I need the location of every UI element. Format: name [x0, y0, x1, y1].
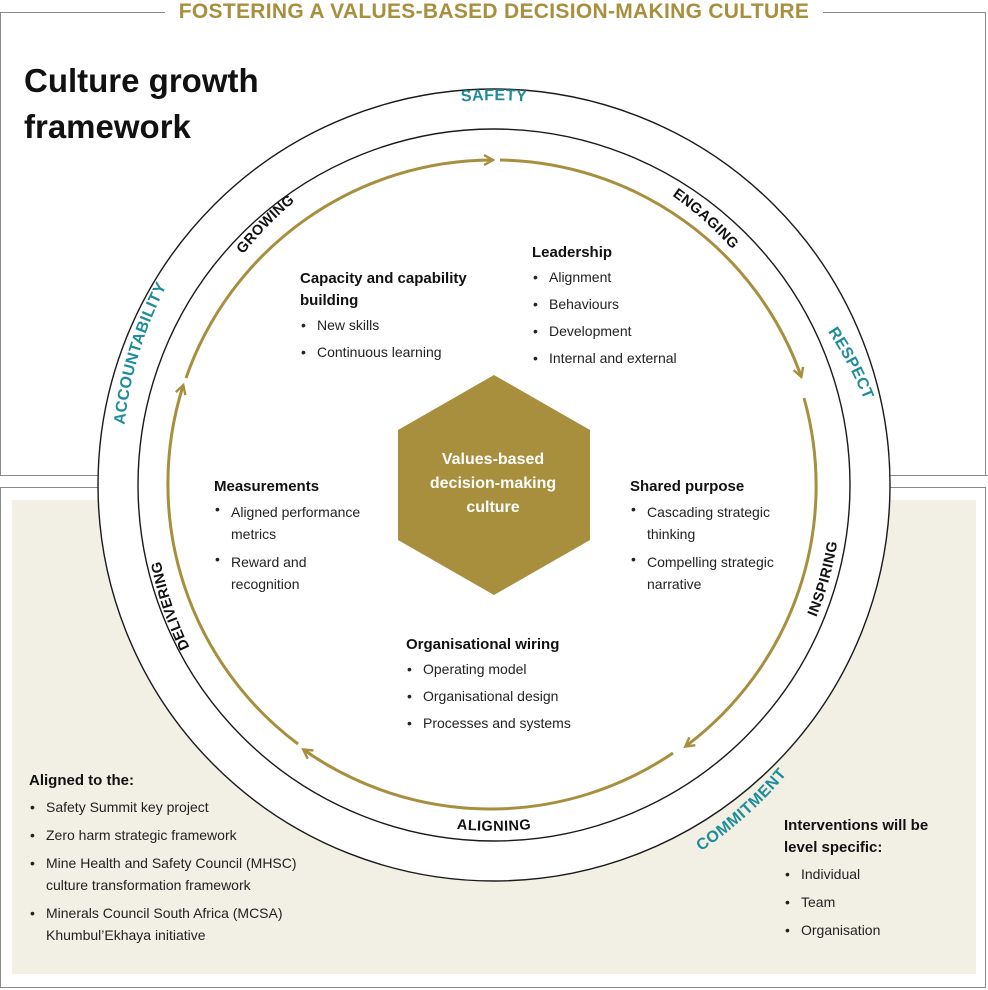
section-organisational-wiring: Organisational wiring Operating model Or… — [406, 634, 606, 737]
section-measurements: Measurements Aligned performance metrics… — [214, 476, 374, 598]
list-item: Reward and recognition — [214, 548, 321, 598]
list-item: Internal and external — [532, 345, 732, 372]
arrow-engaging — [499, 158, 801, 376]
list-item: Operating model — [406, 656, 606, 683]
interventions-list: Interventions will be level specific: In… — [784, 815, 954, 947]
list-item: Organisation — [784, 919, 954, 941]
list-item: Aligned performance metrics — [214, 498, 374, 548]
aligned-list: Aligned to the: Safety Summit key projec… — [29, 770, 319, 952]
label-safety: SAFETY — [460, 87, 527, 105]
section-title: Leadership — [532, 244, 613, 261]
center-label: Values-based decision-making culture — [429, 451, 557, 516]
section-title: Capacity and capability building — [300, 270, 467, 309]
aligned-title: Aligned to the: — [29, 772, 134, 789]
arrow-delivering — [166, 386, 299, 746]
banner: FOSTERING A VALUES-BASED DECISION-MAKING… — [0, 0, 988, 24]
list-item: Zero harm strategic framework — [29, 824, 319, 846]
section-leadership: Leadership Alignment Behaviours Developm… — [532, 242, 732, 372]
center-hexagon — [398, 375, 590, 595]
arrow-aligning — [304, 750, 674, 811]
list-item: Mine Health and Safety Council (MHSC) cu… — [29, 852, 319, 896]
list-item: Cascading strategic thinking — [630, 498, 790, 548]
interventions-title: Interventions will be level specific: — [784, 817, 929, 856]
banner-text: FOSTERING A VALUES-BASED DECISION-MAKING… — [164, 0, 824, 23]
list-item: Processes and systems — [406, 710, 606, 737]
section-title: Measurements — [214, 478, 320, 495]
page-title: Culture growth framework — [24, 62, 259, 145]
list-item: New skills — [300, 312, 490, 339]
list-item: Minerals Council South Africa (MCSA) Khu… — [29, 902, 319, 946]
list-item: Safety Summit key project — [29, 796, 319, 818]
list-item: Team — [784, 891, 954, 913]
list-item: Compelling strategic narrative — [630, 548, 790, 598]
list-item: Organisational design — [406, 683, 606, 710]
section-title: Organisational wiring — [406, 636, 560, 653]
arrow-inspiring — [686, 397, 818, 746]
list-item: Behaviours — [532, 291, 732, 318]
section-shared-purpose: Shared purpose Cascading strategic think… — [630, 476, 790, 598]
list-item: Individual — [784, 863, 954, 885]
growth-cycle-arrows — [166, 158, 818, 811]
label-aligning: ALIGNING — [456, 817, 531, 835]
section-capacity: Capacity and capability building New ski… — [300, 268, 490, 366]
list-item: Continuous learning — [300, 339, 490, 366]
section-title: Shared purpose — [630, 478, 745, 495]
list-item: Development — [532, 318, 732, 345]
arrow-growing — [184, 160, 492, 379]
list-item: Alignment — [532, 264, 732, 291]
